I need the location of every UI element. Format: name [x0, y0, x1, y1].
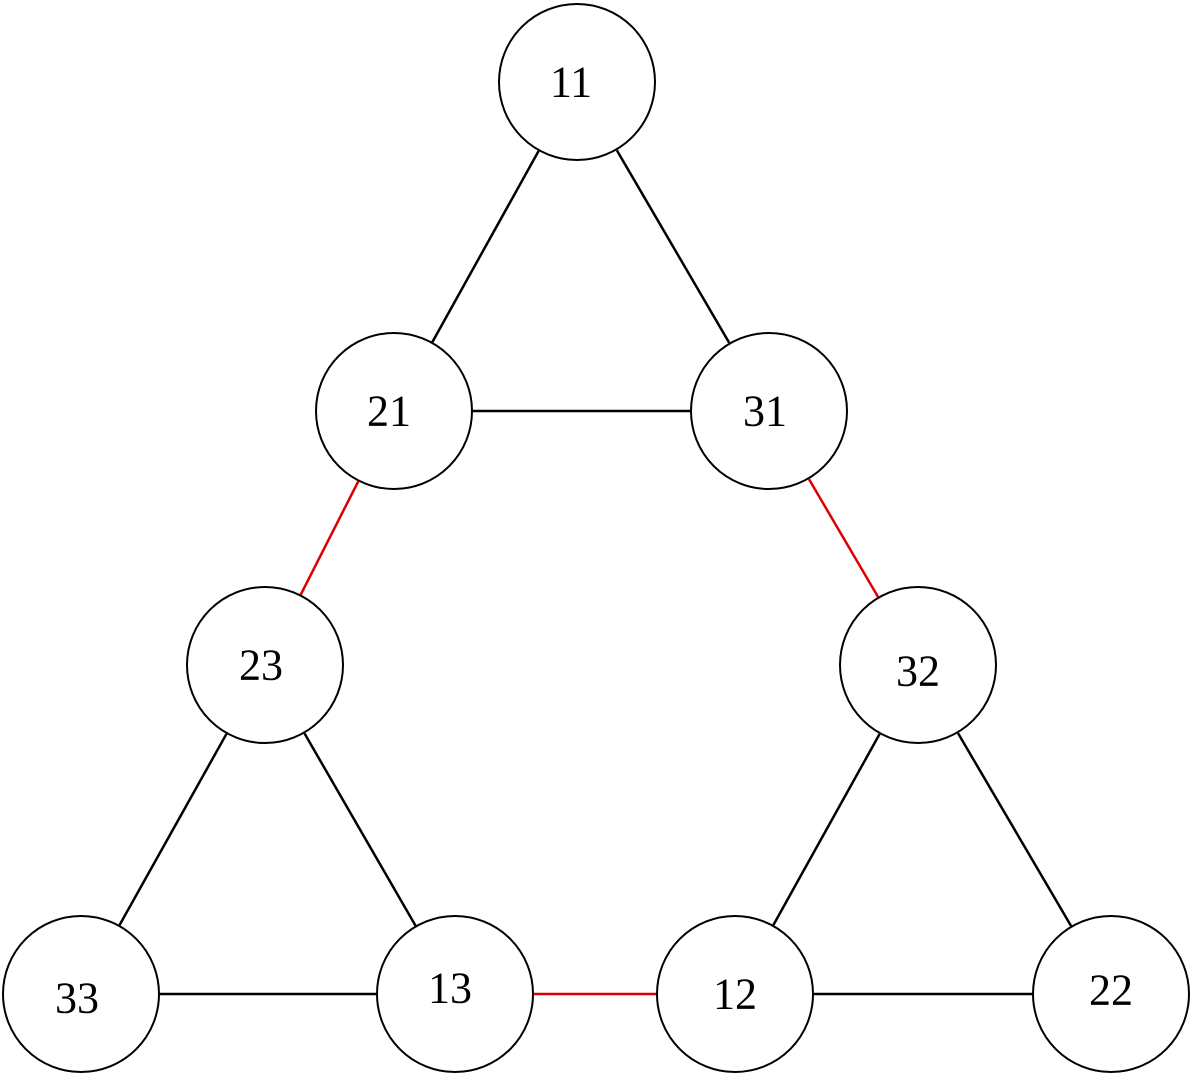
node-21: 21 — [315, 332, 473, 490]
node-label: 32 — [896, 647, 940, 696]
edge-32-12 — [772, 733, 881, 926]
node-31: 31 — [690, 332, 848, 490]
edge-21-23 — [299, 480, 360, 596]
node-label: 22 — [1089, 966, 1133, 1015]
node-32: 32 — [839, 586, 997, 744]
node-33: 33 — [2, 915, 160, 1073]
node-circle — [376, 915, 534, 1073]
node-circle — [498, 3, 656, 161]
edges-layer — [118, 149, 1073, 996]
node-label: 31 — [743, 387, 787, 436]
node-circle — [186, 586, 344, 744]
node-circle — [2, 915, 160, 1073]
node-12: 12 — [656, 915, 814, 1073]
edge-11-21 — [431, 150, 540, 343]
node-23: 23 — [186, 586, 344, 744]
nodes-layer: 11 21 31 23 32 33 13 12 22 — [2, 3, 1190, 1073]
node-label: 21 — [367, 387, 411, 436]
node-label: 33 — [55, 974, 99, 1023]
edge-23-13 — [303, 732, 417, 927]
node-label: 12 — [713, 970, 757, 1019]
edge-32-22 — [956, 732, 1073, 927]
node-circle — [1032, 915, 1190, 1073]
node-circle — [656, 915, 814, 1073]
edge-31-32 — [807, 478, 880, 598]
node-circle — [315, 332, 473, 490]
node-13: 13 — [376, 915, 534, 1073]
node-label: 23 — [239, 641, 283, 690]
node-label: 11 — [550, 58, 592, 107]
node-22: 22 — [1032, 915, 1190, 1073]
edge-11-31 — [615, 149, 731, 344]
node-circle — [690, 332, 848, 490]
node-circle — [839, 586, 997, 744]
node-label: 13 — [428, 964, 472, 1013]
node-11: 11 — [498, 3, 656, 161]
edge-23-33 — [118, 733, 228, 926]
